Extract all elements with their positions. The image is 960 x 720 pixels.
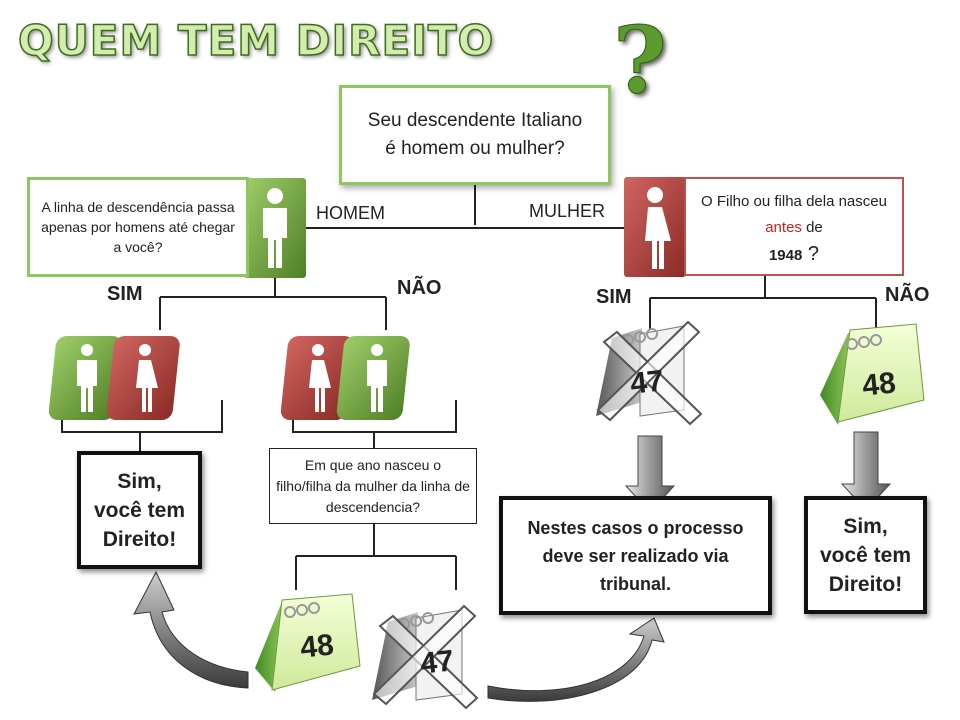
- woman-man-pair-left-no: [280, 336, 410, 420]
- curved-arrow-to-tribunal: [487, 617, 665, 702]
- woman-tile-right: [624, 177, 686, 277]
- calendar-number-mid-left: 48: [299, 628, 336, 664]
- man-tile-left: [244, 178, 306, 278]
- result-right-line1: Sim,: [843, 514, 888, 538]
- man-woman-pair-left-yes: [48, 336, 180, 420]
- calendar-green-mid-left: [255, 593, 361, 692]
- result-right-line2: você tem: [819, 543, 912, 567]
- result-left-line2: você tem: [93, 498, 186, 522]
- connector-left: [159, 278, 387, 330]
- page-title: QUEM TEM DIREITO: [17, 15, 495, 66]
- question-mark-icon: ?: [613, 6, 668, 115]
- question-left: A linha de descendência passa apenas por…: [27, 177, 249, 277]
- connector-right: [649, 276, 877, 330]
- result-right: Sim, você tem Direito!: [804, 496, 927, 614]
- connector-main: [302, 185, 625, 229]
- question-main: Seu descendente Italiano é homem ou mulh…: [339, 85, 611, 185]
- question-right-suffix: ?: [802, 243, 820, 265]
- calendar-crossed-mid-right: [372, 604, 479, 710]
- branch-label-right-no: NÃO: [885, 284, 930, 306]
- calendar-number-mid-right: 47: [419, 644, 456, 680]
- question-right-part1: O Filho ou filha dela nasceu: [701, 193, 887, 210]
- calendar-number-right-yes: 47: [629, 364, 666, 400]
- calendar-green-right-no: [820, 323, 925, 425]
- branch-label-left-no: NÃO: [397, 277, 442, 299]
- question-right-year: 1948: [768, 247, 803, 264]
- branch-label-right-yes: SIM: [596, 286, 632, 308]
- calendar-number-right-no: 48: [861, 366, 898, 402]
- edge-label-man: HOMEM: [316, 203, 385, 223]
- question-main-line2: é homem ou mulher?: [385, 138, 565, 159]
- branch-label-left-yes: SIM: [107, 283, 143, 305]
- question-mid: Em que ano nasceu o filho/filha da mulhe…: [269, 448, 477, 524]
- question-right-highlight: antes: [765, 219, 802, 236]
- result-left-line1: Sim,: [117, 469, 162, 493]
- result-tribunal: Nestes casos o processo deve ser realiza…: [499, 496, 772, 615]
- result-tribunal-text: Nestes casos o processo deve ser realiza…: [527, 517, 744, 594]
- connector-mid: [295, 524, 457, 590]
- result-right-line3: Direito!: [828, 572, 903, 596]
- calendar-crossed-right-yes: [596, 320, 703, 426]
- question-left-text: A linha de descendência passa apenas por…: [41, 199, 235, 255]
- question-mid-text: Em que ano nasceu o filho/filha da mulhe…: [276, 456, 470, 515]
- edge-label-woman: MULHER: [529, 201, 606, 221]
- result-left-line3: Direito!: [102, 527, 177, 551]
- question-main-line1: Seu descendente Italiano: [367, 110, 583, 131]
- question-right-part2: de: [801, 219, 823, 236]
- curved-arrow-to-left-result: [133, 570, 249, 689]
- result-left: Sim, você tem Direito!: [77, 451, 202, 569]
- question-right: O Filho ou filha dela nasceu antes de 19…: [684, 177, 904, 276]
